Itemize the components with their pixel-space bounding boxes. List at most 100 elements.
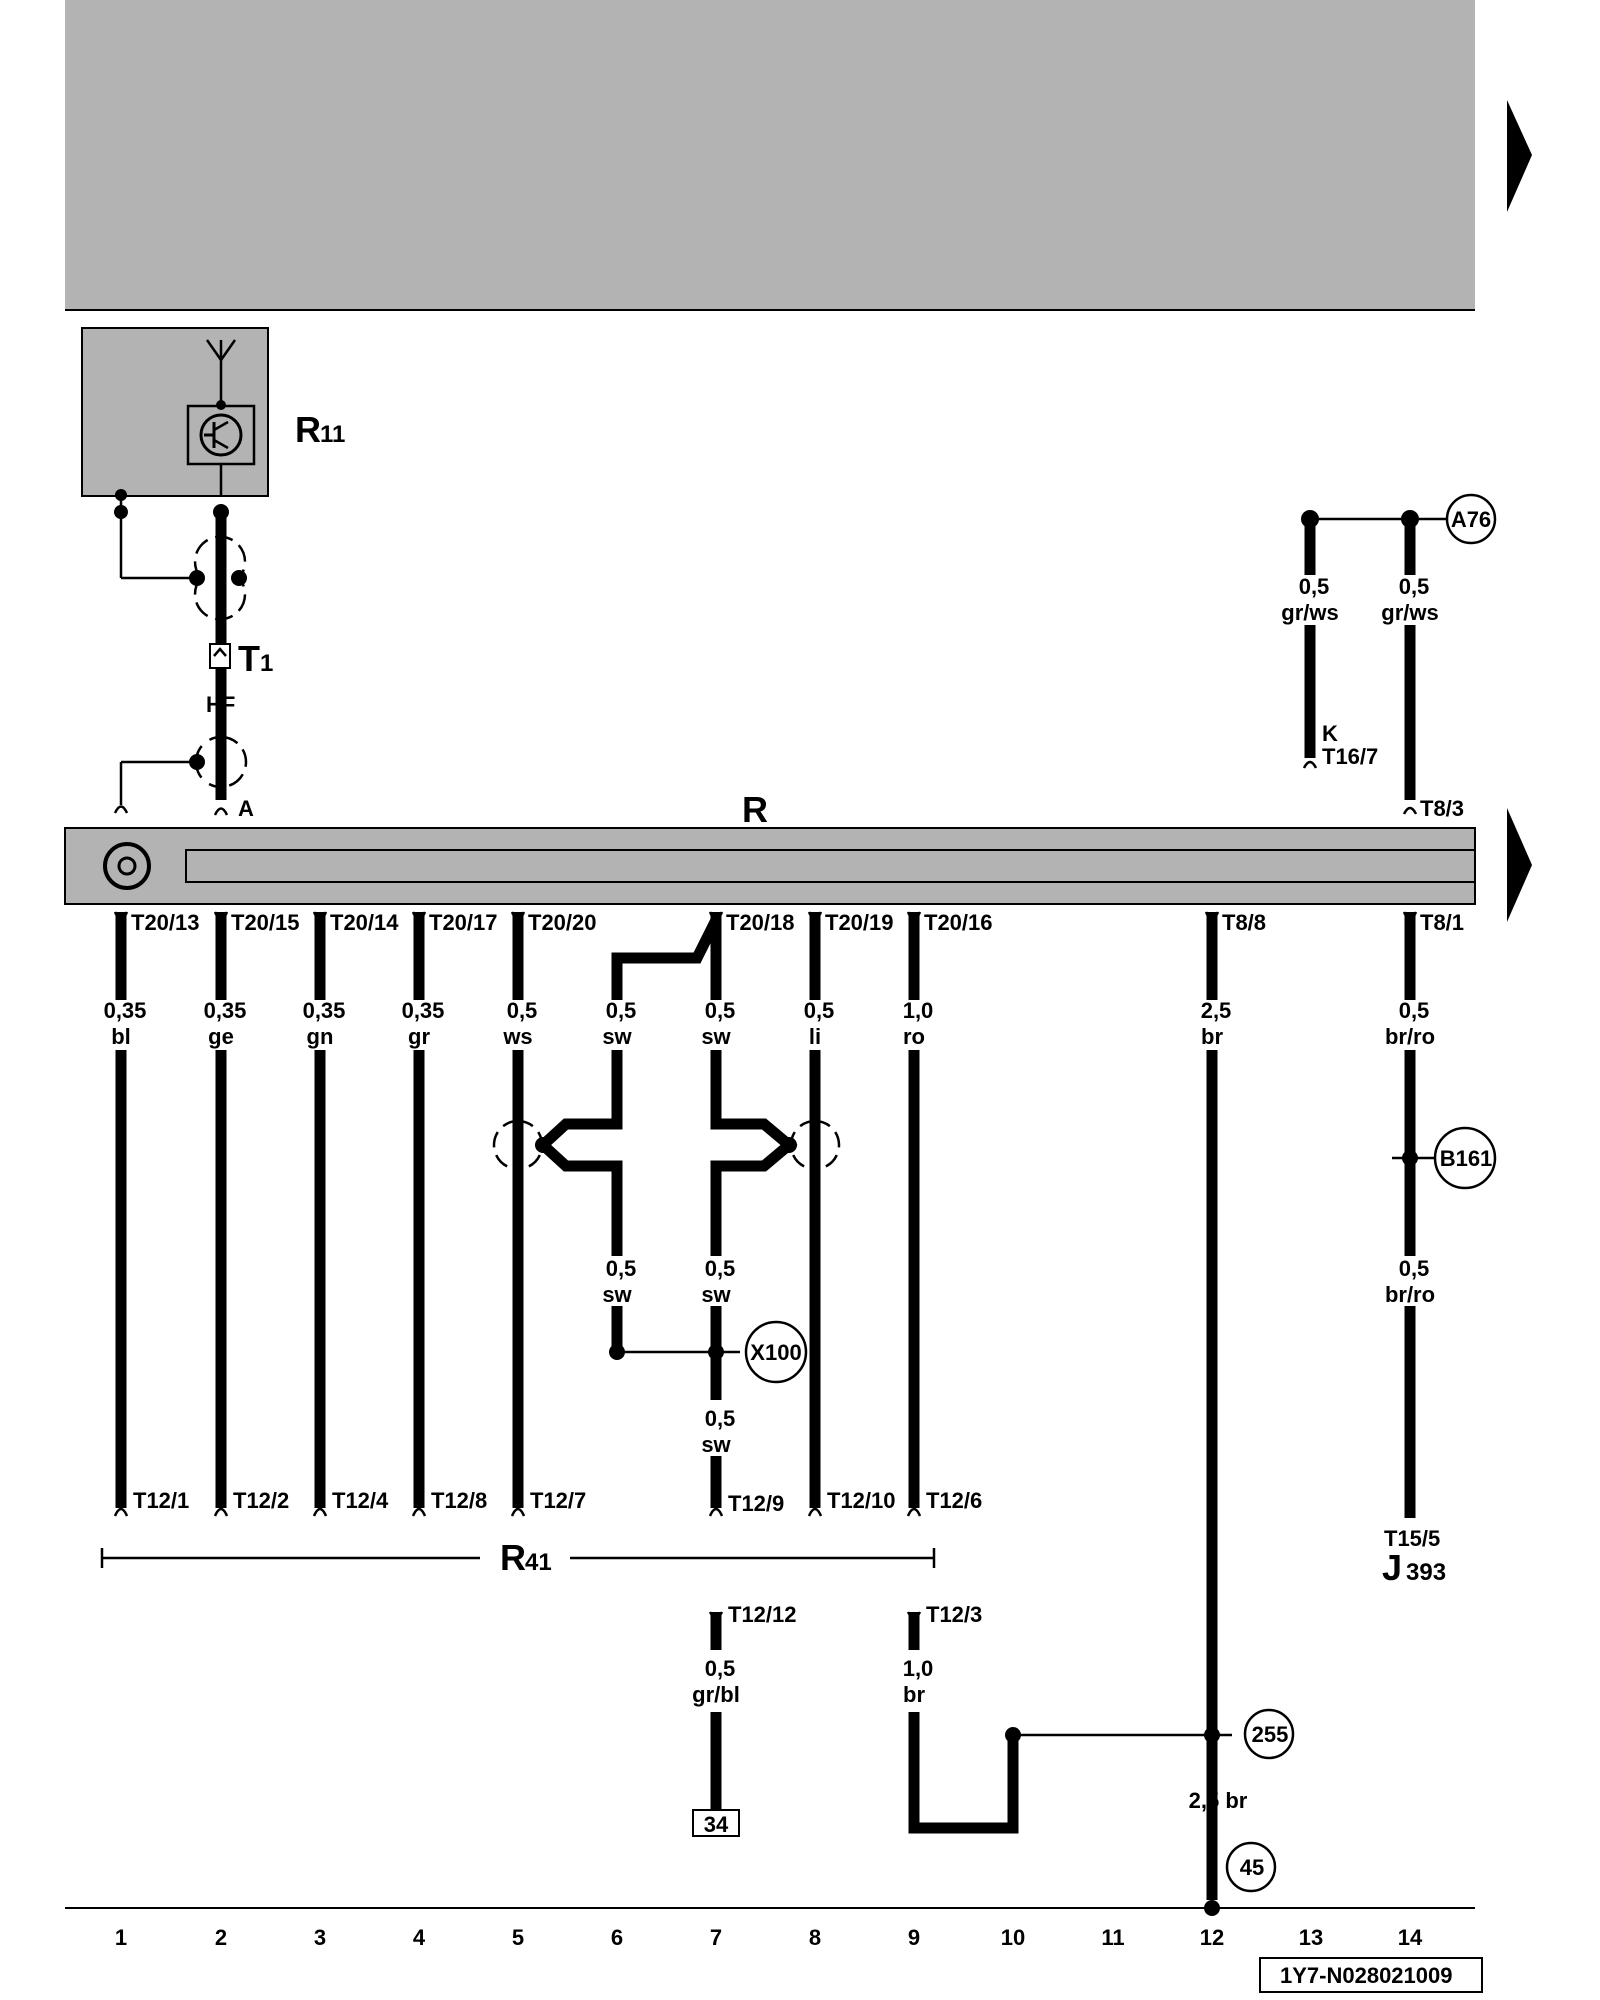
- svg-text:5: 5: [512, 1925, 524, 1950]
- svg-text:0,35: 0,35: [402, 998, 445, 1023]
- svg-text:3: 3: [314, 1925, 326, 1950]
- r-label: R: [742, 789, 768, 830]
- radio-connectors: T20/13 T20/15 T20/14 T20/17 T20/20 T20/1…: [113, 910, 1464, 935]
- diagram-id: 1Y7-N028021009: [1280, 1963, 1452, 1988]
- svg-text:T12/4: T12/4: [332, 1488, 389, 1513]
- svg-text:0,35: 0,35: [204, 998, 247, 1023]
- svg-text:0,35: 0,35: [303, 998, 346, 1023]
- svg-text:sw: sw: [602, 1024, 632, 1049]
- svg-text:T12/8: T12/8: [431, 1488, 487, 1513]
- ground-refs[interactable]: A76 B161 X100 255 45: [744, 493, 1497, 1893]
- shaded-area: [65, 0, 1475, 310]
- continue-arrow-icon[interactable]: [1507, 808, 1532, 922]
- svg-text:T12/10: T12/10: [827, 1488, 896, 1513]
- svg-text:T20/15: T20/15: [231, 910, 300, 935]
- t1-label-sub: 1: [260, 650, 273, 677]
- svg-text:ro: ro: [903, 1024, 925, 1049]
- a-label: A: [238, 796, 254, 821]
- connector-label: T16/7: [1322, 744, 1378, 769]
- amplifier-icon: [199, 413, 243, 457]
- j393-label-sub: 393: [1406, 1559, 1446, 1586]
- svg-text:br/ro: br/ro: [1385, 1024, 1435, 1049]
- svg-text:6: 6: [611, 1925, 623, 1950]
- svg-text:45: 45: [1240, 1855, 1264, 1880]
- svg-text:12: 12: [1200, 1925, 1224, 1950]
- svg-text:li: li: [809, 1024, 821, 1049]
- svg-text:br: br: [1201, 1024, 1223, 1049]
- svg-text:10: 10: [1001, 1925, 1025, 1950]
- bottom-connectors: T12/1 T12/2 T12/4 T12/8 T12/7 T12/9 T12/…: [113, 1488, 982, 1517]
- svg-text:0,5: 0,5: [705, 998, 736, 1023]
- svg-text:A76: A76: [1451, 507, 1491, 532]
- svg-text:9: 9: [908, 1925, 920, 1950]
- svg-text:T12/9: T12/9: [728, 1491, 784, 1516]
- svg-text:1: 1: [115, 1925, 127, 1950]
- main-wires: [115, 912, 1416, 1900]
- wire-size: 0,5: [1399, 574, 1430, 599]
- r11-component: [81, 327, 269, 501]
- svg-text:ws: ws: [502, 1024, 532, 1049]
- continue-arrow-icon[interactable]: [1507, 100, 1532, 212]
- svg-text:bl: bl: [111, 1024, 131, 1049]
- svg-text:T20/17: T20/17: [429, 910, 498, 935]
- wire-size: 1,0: [903, 1656, 934, 1681]
- svg-text:T20/16: T20/16: [924, 910, 993, 935]
- svg-text:255: 255: [1252, 1722, 1289, 1747]
- svg-text:0,5: 0,5: [606, 1256, 637, 1281]
- hf-label: HF: [206, 692, 235, 717]
- svg-text:0,5: 0,5: [606, 998, 637, 1023]
- wire-color: gr/ws: [1381, 600, 1438, 625]
- svg-text:sw: sw: [701, 1282, 731, 1307]
- connector-label: T12/12: [728, 1602, 797, 1627]
- wire-size: 0,5: [705, 1656, 736, 1681]
- svg-text:sw: sw: [701, 1432, 731, 1457]
- antenna-socket-icon: [103, 842, 151, 890]
- svg-text:T12/6: T12/6: [926, 1488, 982, 1513]
- t1-label: T: [238, 638, 260, 679]
- j393-label: J: [1382, 1547, 1402, 1588]
- svg-text:T12/2: T12/2: [233, 1488, 289, 1513]
- wire-gauge-inline: 2,5 br: [1189, 1788, 1248, 1813]
- svg-text:0,5: 0,5: [1399, 998, 1430, 1023]
- svg-text:13: 13: [1299, 1925, 1323, 1950]
- svg-text:T8/1: T8/1: [1420, 910, 1464, 935]
- svg-text:gn: gn: [307, 1024, 334, 1049]
- svg-text:T12/1: T12/1: [133, 1488, 189, 1513]
- svg-text:8: 8: [809, 1925, 821, 1950]
- wire-color: gr/bl: [692, 1682, 740, 1707]
- svg-text:11: 11: [1101, 1925, 1124, 1950]
- svg-text:0,35: 0,35: [104, 998, 147, 1023]
- svg-text:br/ro: br/ro: [1385, 1282, 1435, 1307]
- svg-text:T12/7: T12/7: [530, 1488, 586, 1513]
- svg-text:2,5: 2,5: [1201, 998, 1232, 1023]
- svg-text:14: 14: [1398, 1925, 1423, 1950]
- svg-text:T8/8: T8/8: [1222, 910, 1266, 935]
- svg-text:sw: sw: [701, 1024, 731, 1049]
- svg-text:4: 4: [413, 1925, 426, 1950]
- r11-label-sub: 11: [320, 421, 345, 448]
- wire-color: br: [903, 1682, 925, 1707]
- svg-text:T20/19: T20/19: [825, 910, 894, 935]
- svg-text:0,5: 0,5: [705, 1256, 736, 1281]
- svg-text:0,5: 0,5: [804, 998, 835, 1023]
- wire-color: gr/ws: [1281, 600, 1338, 625]
- svg-text:1,0: 1,0: [903, 998, 934, 1023]
- svg-text:T20/18: T20/18: [726, 910, 795, 935]
- svg-text:0,5: 0,5: [507, 998, 538, 1023]
- r41-label: R: [500, 1537, 526, 1578]
- r11-label: R: [295, 409, 321, 450]
- svg-text:sw: sw: [602, 1282, 632, 1307]
- diagram-id-box: [1259, 1957, 1483, 1993]
- k-label: K: [1322, 721, 1338, 746]
- reference-box-label: 34: [704, 1812, 729, 1837]
- svg-text:X100: X100: [750, 1340, 801, 1365]
- connector-label: T12/3: [926, 1602, 982, 1627]
- svg-text:B161: B161: [1440, 1146, 1493, 1171]
- svg-text:0,5: 0,5: [1399, 1256, 1430, 1281]
- svg-text:7: 7: [710, 1925, 722, 1950]
- svg-text:ge: ge: [208, 1024, 234, 1049]
- connector-label: T15/5: [1384, 1526, 1440, 1551]
- svg-text:T20/20: T20/20: [528, 910, 597, 935]
